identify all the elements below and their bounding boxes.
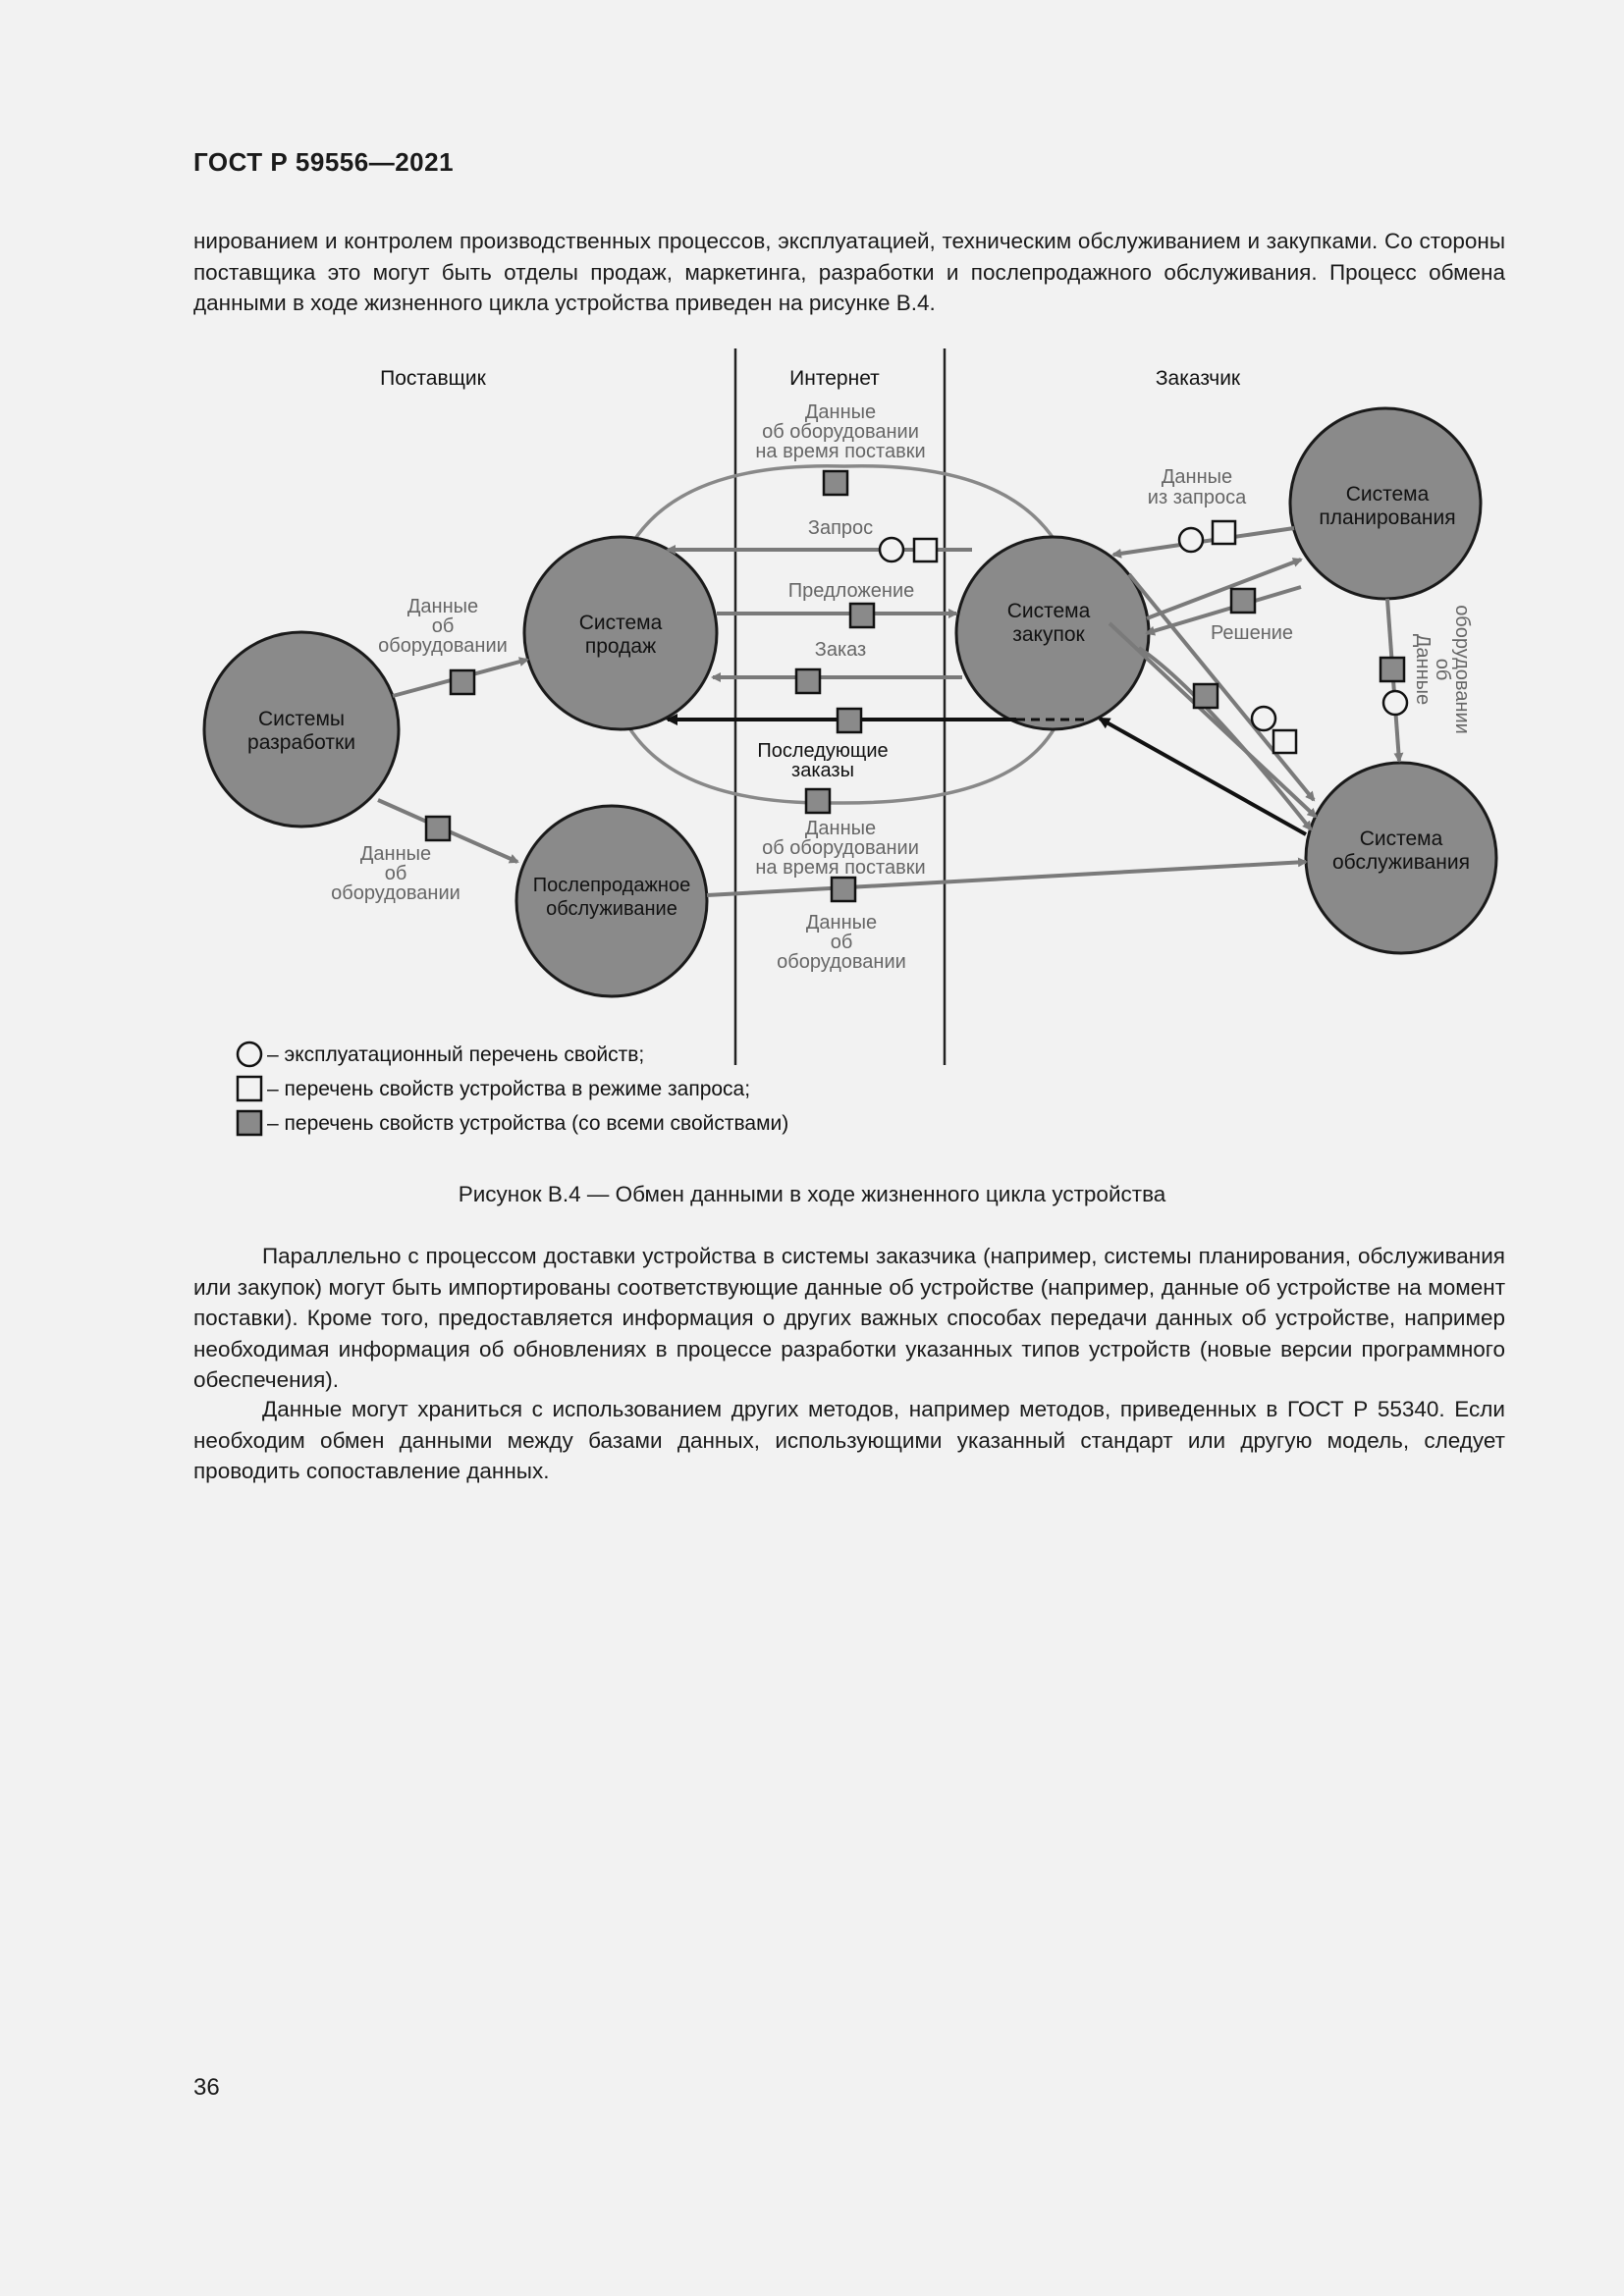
marker-circle-request-data (1177, 526, 1205, 554)
figure-caption: Рисунок В.4 — Обмен данными в ходе жизне… (458, 1182, 1166, 1206)
marker-filled-after-service (830, 876, 857, 903)
marker-filled-planning-service (1379, 656, 1406, 683)
legend-square-filled-icon (236, 1109, 263, 1137)
legend-square-empty-icon (236, 1075, 263, 1102)
arrow-purchase-to-service-c (1137, 646, 1313, 831)
marker-empty-request (912, 537, 939, 563)
node-planning-circle (1288, 406, 1483, 601)
label-order: Заказ (815, 639, 866, 661)
marker-filled-delivery-bottom (804, 787, 832, 815)
column-supplier: Поставщик (380, 367, 486, 390)
legend-square-empty-label: – перечень свойств устройства в режиме з… (267, 1078, 750, 1100)
document-header: ГОСТ Р 59556—2021 (193, 147, 455, 177)
column-customer: Заказчик (1156, 367, 1241, 390)
marker-empty-request-data (1211, 519, 1237, 546)
node-sales-circle (522, 535, 719, 731)
marker-filled-delivery-top (822, 469, 849, 497)
marker-circle-planning-service (1381, 689, 1409, 717)
arrow-decision-upper (1146, 558, 1303, 620)
marker-filled-dev-after (424, 815, 452, 842)
label-planning-service-data: Данныеобоборудовании (1412, 605, 1473, 734)
marker-filled-offer (848, 602, 876, 629)
marker-empty-purchase-service (1272, 728, 1298, 755)
marker-filled-order (794, 667, 822, 695)
node-after-circle (514, 804, 709, 998)
legend-circle-label: – эксплуатационный перечень свойств; (267, 1043, 644, 1066)
paragraph-storage: Данные могут храниться с использованием … (193, 1397, 1505, 1483)
loop-ellipse-bottom (626, 725, 1057, 805)
marker-circle-purchase-service (1250, 705, 1277, 732)
arrow-service-to-purchase-dark (1098, 717, 1307, 836)
label-request: Запрос (808, 517, 873, 539)
column-internet: Интернет (789, 367, 880, 390)
arrow-purchase-to-service-a (1127, 572, 1316, 802)
label-decision: Решение (1211, 622, 1293, 644)
arrow-purchase-to-service-b (1108, 621, 1318, 819)
marker-filled-dev-sales (449, 668, 476, 696)
marker-circle-request (878, 536, 905, 563)
legend-square-filled-label: – перечень свойств устройства (со всеми … (267, 1112, 788, 1135)
marker-filled-decision (1229, 587, 1257, 614)
arrow-after-to-service (706, 857, 1308, 897)
marker-filled-purchase-service (1192, 682, 1219, 710)
node-dev-circle (202, 630, 401, 828)
marker-filled-next-orders (836, 707, 863, 734)
page-number: 36 (193, 2074, 220, 2101)
label-offer: Предложение (788, 580, 915, 602)
paragraph-parallel: Параллельно с процессом доставки устройс… (193, 1244, 1505, 1392)
loop-ellipse-top (626, 463, 1062, 551)
paragraph-intro: нированием и контролем производственных … (193, 229, 1505, 315)
legend-circle-icon (236, 1041, 263, 1068)
